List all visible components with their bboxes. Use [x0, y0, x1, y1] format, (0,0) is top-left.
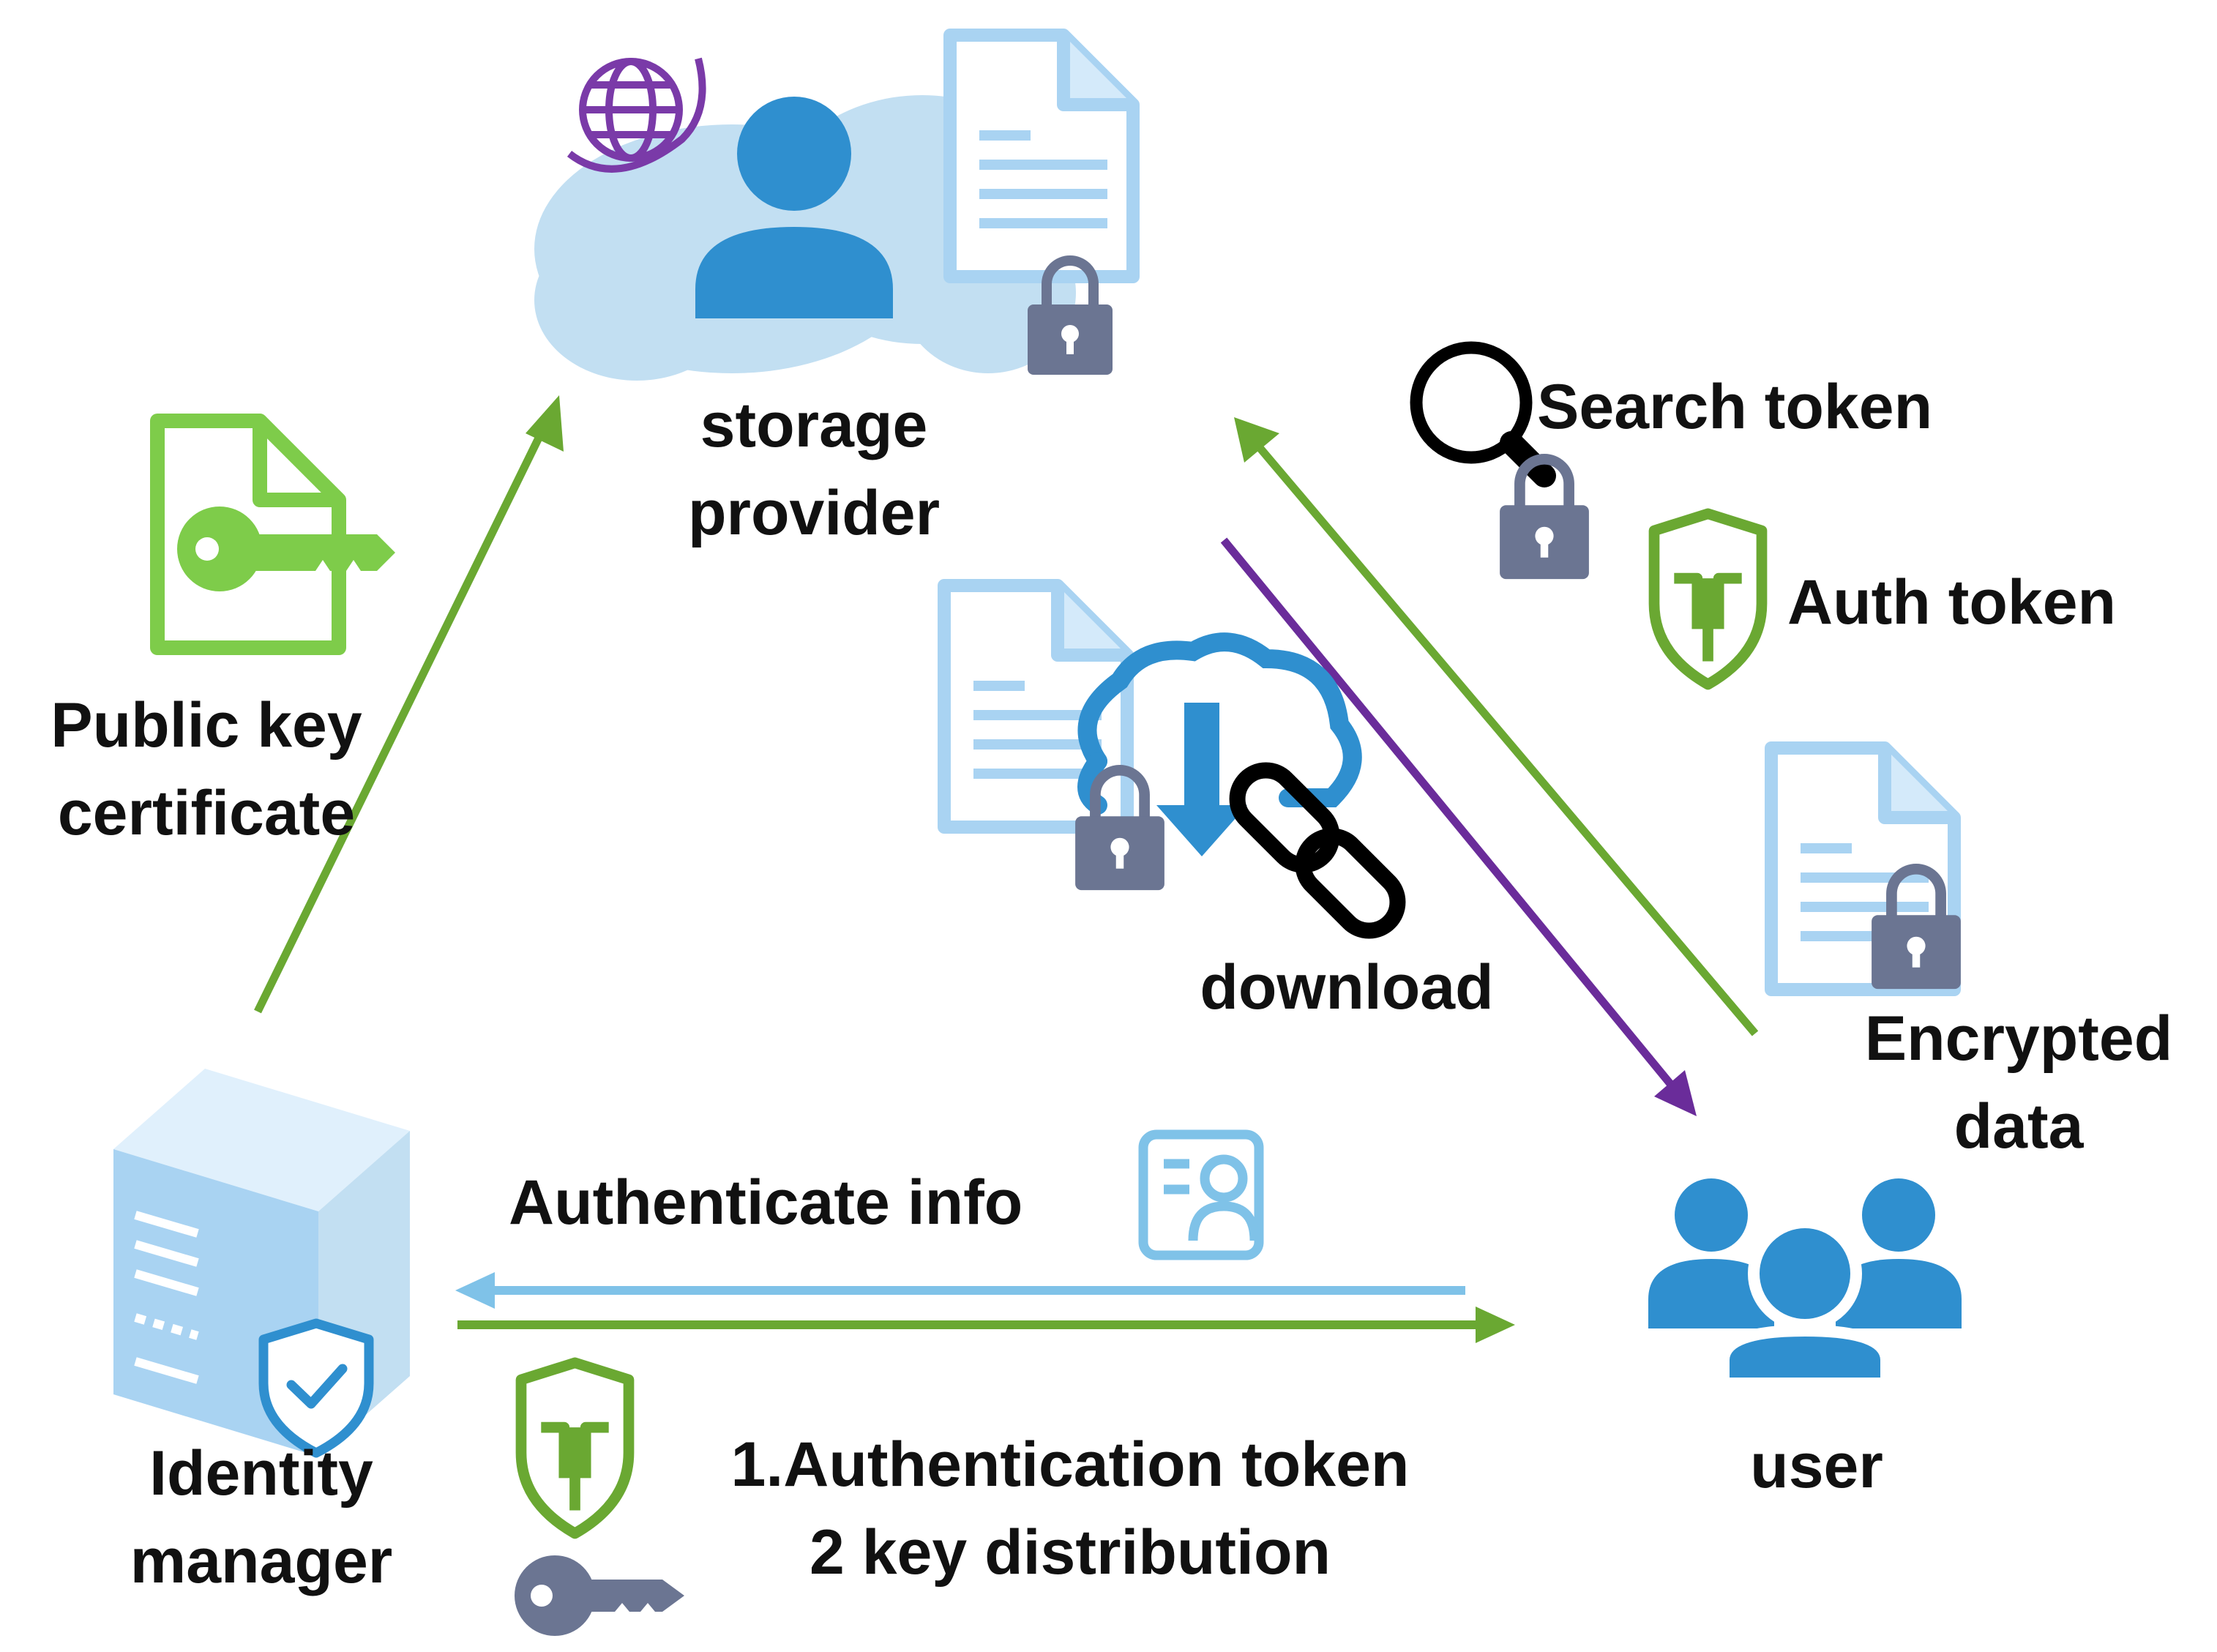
storage-provider-label-line1: storage: [700, 390, 928, 460]
magnifier-icon: [1410, 341, 1556, 487]
certificate-key-icon: [150, 414, 395, 655]
chain-link-icon: [1229, 762, 1406, 939]
shield-token-icon: [1654, 514, 1762, 684]
person-icon: [695, 97, 893, 318]
key-icon: [515, 1555, 684, 1636]
public-key-label-line1: Public key: [51, 690, 362, 760]
search-token-label: Search token: [1537, 372, 1932, 442]
download-group: download: [944, 586, 1494, 1023]
auth-token: Auth token: [1654, 514, 2116, 684]
identity-manager-node: Identity manager: [113, 1069, 410, 1596]
authenticate-info: Authenticate info: [509, 1129, 1264, 1260]
id-card-icon: [1138, 1129, 1264, 1260]
globe-icon: [567, 57, 706, 173]
distribution-label-line1: 1.Authentication token: [731, 1429, 1410, 1500]
encrypted-data-label-line1: Encrypted: [1865, 1003, 2173, 1074]
user-node: user: [1648, 1178, 1962, 1501]
public-key-label-line2: certificate: [58, 778, 355, 848]
authenticate-info-label: Authenticate info: [509, 1167, 1022, 1238]
arrow-storage-to-user: [1220, 537, 1697, 1116]
storage-provider-node: storage provider: [534, 35, 1133, 548]
document-icon: [950, 35, 1133, 277]
shield-token-icon: [521, 1363, 629, 1533]
shield-check-icon: [258, 1318, 374, 1458]
distribution-label-line2: 2 key distribution: [810, 1517, 1331, 1588]
search-token: Search token: [1410, 341, 1932, 579]
user-label: user: [1750, 1431, 1883, 1501]
arrow-user-to-identity-info: [455, 1272, 1465, 1309]
distribution-group: 1.Authentication token 2 key distributio…: [515, 1363, 1409, 1636]
auth-token-label: Auth token: [1787, 567, 2116, 638]
arrow-identity-to-user-distribution: [457, 1307, 1515, 1343]
download-label: download: [1200, 952, 1493, 1023]
encrypted-data: Encrypted data: [1771, 748, 2172, 1162]
users-icon: [1648, 1178, 1962, 1389]
identity-manager-label-line2: manager: [130, 1526, 393, 1596]
arrow-identity-to-storage: [254, 395, 564, 1014]
arrow-user-to-storage: [1234, 417, 1759, 1036]
encrypted-data-label-line2: data: [1954, 1091, 2085, 1162]
storage-provider-label-line2: provider: [688, 478, 940, 548]
download-arrow-icon: [1156, 703, 1247, 856]
public-key-certificate: Public key certificate: [51, 414, 395, 848]
identity-manager-label-line1: Identity: [149, 1438, 373, 1509]
